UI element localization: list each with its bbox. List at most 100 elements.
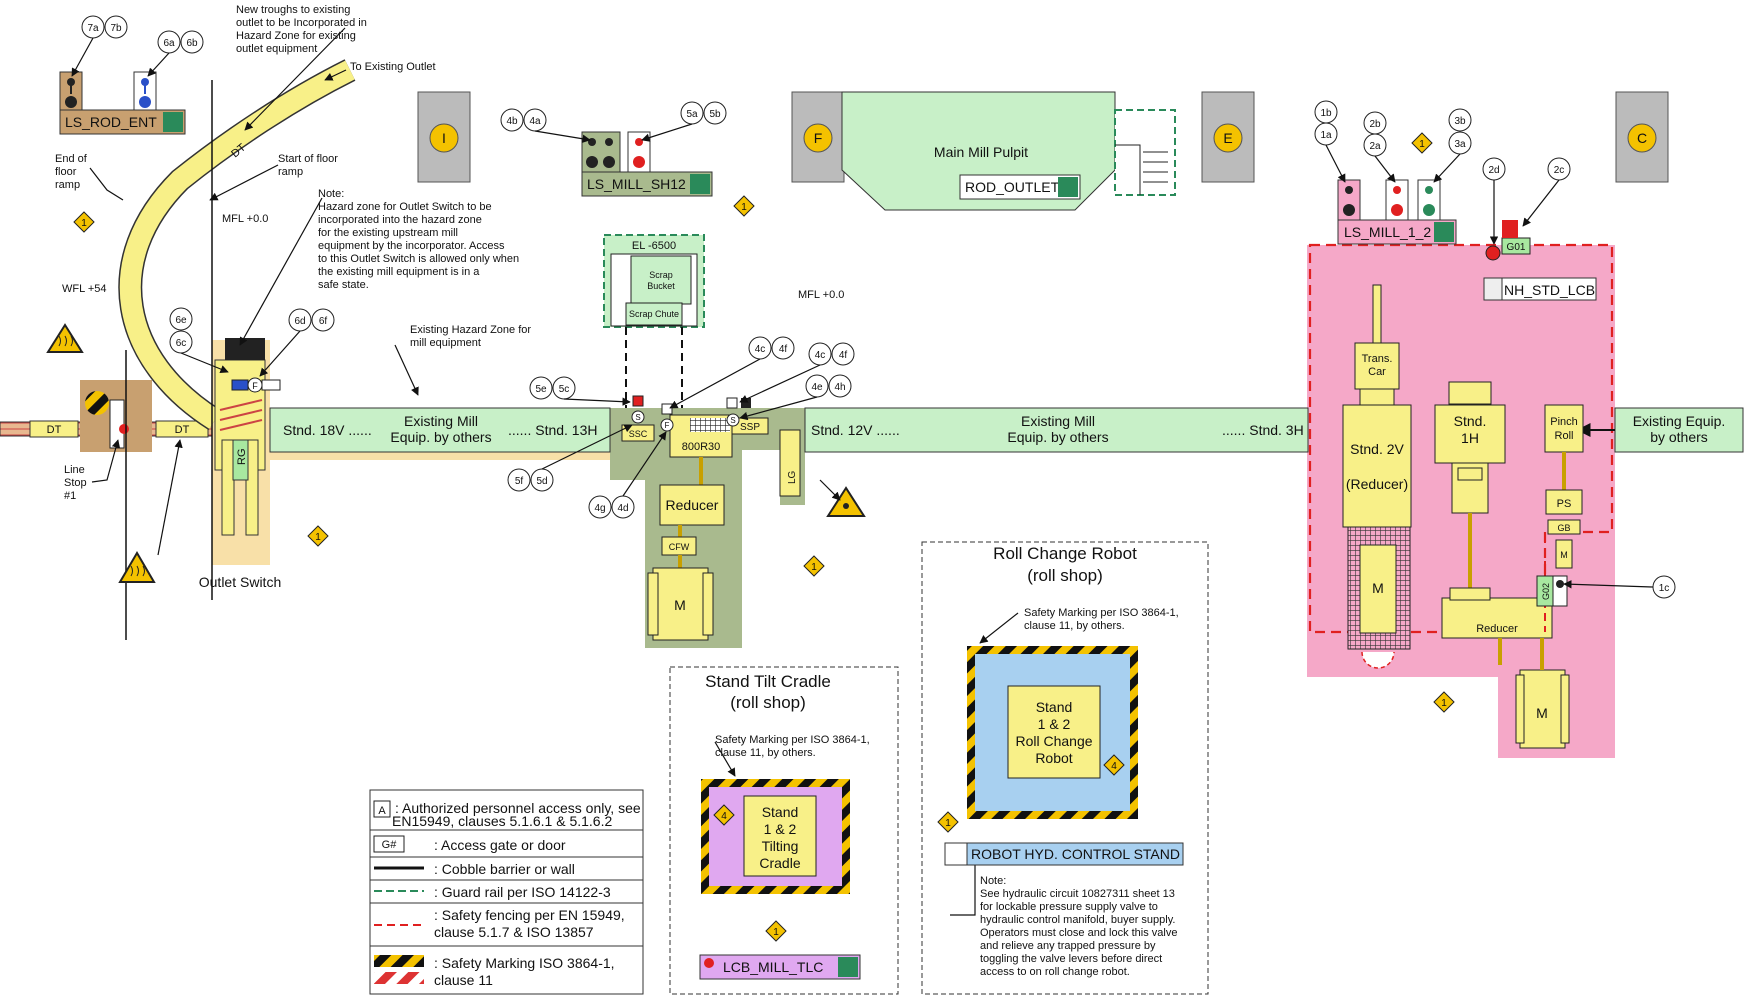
svg-text:Bucket: Bucket xyxy=(647,281,675,291)
svg-text:4b: 4b xyxy=(506,116,518,127)
lg xyxy=(779,429,801,497)
svg-text:SSC: SSC xyxy=(629,429,648,439)
dt-left-text: DT xyxy=(47,424,62,436)
svg-text:Scrap: Scrap xyxy=(649,270,673,280)
svg-text:4h: 4h xyxy=(834,382,845,393)
svg-text:M: M xyxy=(1372,580,1384,596)
svg-text:1b: 1b xyxy=(1320,108,1332,119)
svg-text:1: 1 xyxy=(1419,139,1425,150)
stop-icon xyxy=(1485,245,1501,261)
svg-text:for the existing upstream mill: for the existing upstream mill xyxy=(318,227,458,239)
ps xyxy=(1545,489,1583,515)
svg-text:Tilting: Tilting xyxy=(762,838,799,854)
svg-text:E: E xyxy=(1223,130,1232,146)
svg-text:access to on roll change robot: access to on roll change robot. xyxy=(980,966,1130,978)
svg-text:S: S xyxy=(635,413,640,422)
svg-text:Stand: Stand xyxy=(762,804,799,820)
svg-text:Stnd. 18V ......: Stnd. 18V ...... xyxy=(283,422,372,438)
svg-text:mill equipment: mill equipment xyxy=(410,337,481,349)
svg-text:I: I xyxy=(442,130,446,146)
diamond-1: 1 xyxy=(733,195,755,217)
svg-text:C: C xyxy=(1637,130,1647,146)
svg-text:(Reducer): (Reducer) xyxy=(1346,476,1408,492)
stnd-1h xyxy=(1434,404,1506,464)
scrap-chute xyxy=(625,302,683,326)
svg-text:To Existing Outlet: To Existing Outlet xyxy=(350,61,436,73)
svg-text:G#: G# xyxy=(382,839,398,851)
existing-equip-box xyxy=(1614,407,1744,453)
svg-text:EL -6500: EL -6500 xyxy=(632,240,676,252)
svg-text:6e: 6e xyxy=(175,315,187,326)
svg-text:GB: GB xyxy=(1557,523,1570,533)
motor-2v xyxy=(1359,544,1397,634)
svg-text:4f: 4f xyxy=(839,350,848,361)
svg-text:outlet to be Incorporated in: outlet to be Incorporated in xyxy=(236,17,367,29)
svg-text:(roll shop): (roll shop) xyxy=(1027,566,1103,585)
diamond-4: 4 xyxy=(713,804,735,826)
svg-text:EN15949, clauses 5.1.6.1 & 5.1: EN15949, clauses 5.1.6.1 & 5.1.6.2 xyxy=(392,813,612,829)
svg-text:2b: 2b xyxy=(1369,119,1381,130)
legend: A : Authorized personnel access only, se… xyxy=(369,789,644,995)
svg-text:Stnd. 12V ......: Stnd. 12V ...... xyxy=(811,422,900,438)
svg-text:Start of floor: Start of floor xyxy=(278,153,338,165)
svg-text:Equip. by others: Equip. by others xyxy=(1007,429,1108,445)
svg-text:1: 1 xyxy=(945,818,951,829)
svg-text:: Safety fencing per EN 15949,: : Safety fencing per EN 15949, xyxy=(434,907,625,923)
svg-text:floor: floor xyxy=(55,166,77,178)
svg-text:1: 1 xyxy=(741,202,747,213)
svg-text:for lockable pressure supply v: for lockable pressure supply valve to xyxy=(980,901,1158,913)
dt-right-text: DT xyxy=(175,424,190,436)
svg-text:SSP: SSP xyxy=(740,422,760,433)
svg-text:M: M xyxy=(1560,550,1568,560)
svg-text:clause 11, by others.: clause 11, by others. xyxy=(1024,620,1125,632)
svg-text:LCB_MILL_TLC: LCB_MILL_TLC xyxy=(723,959,823,975)
svg-text:Car: Car xyxy=(1368,366,1386,378)
svg-text:the existing mill equipment is: the existing mill equipment is in a xyxy=(318,266,480,278)
outlet-switch-label: Outlet Switch xyxy=(199,574,281,590)
svg-text:4: 4 xyxy=(1111,761,1117,772)
diamond-1: 1 xyxy=(307,525,329,547)
svg-text:1 & 2: 1 & 2 xyxy=(764,821,797,837)
svg-text:: Access gate or door: : Access gate or door xyxy=(434,837,566,853)
svg-text:CFW: CFW xyxy=(669,542,690,552)
svg-text:: Cobble barrier or wall: : Cobble barrier or wall xyxy=(434,861,575,877)
svg-text:1: 1 xyxy=(811,562,817,573)
hot-surface-icon xyxy=(46,323,84,353)
svg-text:PS: PS xyxy=(1557,498,1572,510)
hot-surface-icon xyxy=(118,551,156,583)
svg-text:safe state.: safe state. xyxy=(318,279,369,291)
svg-text:Note:: Note: xyxy=(318,188,344,200)
svg-text:clause 5.1.7 & ISO 13857: clause 5.1.7 & ISO 13857 xyxy=(434,924,594,940)
svg-text:ramp: ramp xyxy=(55,179,80,191)
svg-text:ROD_OUTLET: ROD_OUTLET xyxy=(965,179,1060,195)
svg-text:7a: 7a xyxy=(87,23,99,34)
svg-text:Stand: Stand xyxy=(1036,699,1073,715)
line-stop-hatch xyxy=(85,391,109,415)
svg-text:Hazard zone for Outlet Switch: Hazard zone for Outlet Switch to be xyxy=(318,201,492,213)
diamond-1: 1 xyxy=(765,920,787,942)
diamond-1: 1 xyxy=(803,555,825,577)
tilting-cradle xyxy=(743,795,817,877)
svg-text:#1: #1 xyxy=(64,490,76,502)
diamond-1: 1 xyxy=(1433,691,1455,713)
svg-text:See hydraulic circuit 10827311: See hydraulic circuit 10827311 sheet 13 xyxy=(980,888,1175,900)
svg-text:WFL +54: WFL +54 xyxy=(62,283,107,295)
dt-left xyxy=(29,420,79,438)
svg-text:2a: 2a xyxy=(1369,141,1381,152)
callout xyxy=(81,15,1676,599)
stnd-2v xyxy=(1342,404,1412,528)
svg-text:Existing Equip.: Existing Equip. xyxy=(1633,413,1726,429)
svg-text:A: A xyxy=(378,805,386,817)
svg-text:5a: 5a xyxy=(686,109,698,120)
svg-text:Roll: Roll xyxy=(1555,430,1574,442)
svg-text:LG: LG xyxy=(787,470,798,484)
svg-text:Stand Tilt Cradle: Stand Tilt Cradle xyxy=(705,672,831,691)
svg-text:Trans.: Trans. xyxy=(1362,353,1393,365)
svg-text:Line: Line xyxy=(64,464,85,476)
diamond-1: 1 xyxy=(937,811,959,833)
svg-text:LS_ROD_ENT: LS_ROD_ENT xyxy=(65,114,157,130)
svg-text:ROBOT HYD. CONTROL STAND: ROBOT HYD. CONTROL STAND xyxy=(971,846,1180,862)
svg-text:4: 4 xyxy=(721,811,727,822)
svg-text:Equip. by others: Equip. by others xyxy=(390,429,491,445)
mill-left-box xyxy=(269,407,611,453)
